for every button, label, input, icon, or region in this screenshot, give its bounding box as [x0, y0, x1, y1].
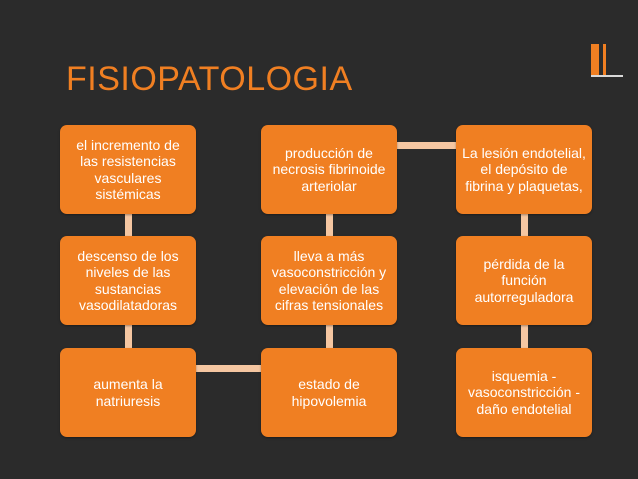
connector-1-2 [125, 213, 132, 237]
connector-7-8 [521, 213, 528, 237]
flow-box-5: lleva a más vasoconstricción y elevación… [261, 236, 397, 325]
flow-box-3: aumenta la natriuresis [60, 348, 196, 437]
flow-box-4: estado de hipovolemia [261, 348, 397, 437]
logo-bar-base [591, 75, 623, 77]
flow-box-6: producción de necrosis fibrinoide arteri… [261, 125, 397, 214]
flow-box-2: descenso de los niveles de las sustancia… [60, 236, 196, 325]
connector-2-3 [125, 324, 132, 349]
connector-4-5 [326, 324, 333, 349]
connector-6-7 [397, 142, 457, 149]
connector-8-9 [521, 324, 528, 349]
connector-5-6 [326, 213, 333, 237]
connector-3-4 [196, 365, 262, 372]
logo-bar-thick [591, 44, 599, 76]
logo-bar-thin [603, 44, 606, 76]
flow-box-8: pérdida de la función autorreguladora [456, 236, 592, 325]
flow-box-9: isquemia - vasoconstricción - daño endot… [456, 348, 592, 437]
flow-box-1: el incremento de las resistencias vascul… [60, 125, 196, 214]
slide-title: FISIOPATOLOGIA [66, 60, 353, 98]
flow-box-7: La lesión endotelial, el depósito de fib… [456, 125, 592, 214]
